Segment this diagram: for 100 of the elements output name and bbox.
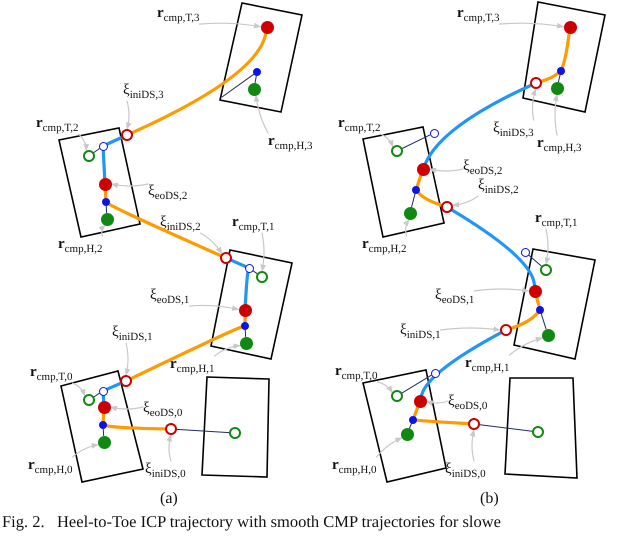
connector-line — [244, 330, 246, 337]
leader-line — [452, 196, 479, 208]
leader-line — [126, 100, 132, 130]
leader-line — [544, 228, 550, 265]
symbol-label: r$_{cmp,H,3}$ — [537, 135, 582, 154]
point-marker — [441, 201, 453, 213]
trajectory-curve — [424, 84, 532, 165]
symbol-label: ξ$_{iniDS,3}$ — [123, 82, 164, 102]
trajectory-curve — [230, 258, 246, 268]
symbol-label: r$_{cmp,T,1}$ — [232, 214, 275, 234]
leader-line — [428, 168, 464, 174]
trajectory-curve — [130, 32, 268, 134]
point-marker — [253, 68, 261, 76]
leader-line — [188, 304, 240, 311]
point-marker — [542, 328, 554, 342]
point-marker — [414, 394, 426, 408]
symbol-label: ξ$_{eoDS,0}$ — [448, 393, 488, 412]
point-marker — [530, 77, 542, 89]
point-marker — [220, 252, 232, 264]
point-marker — [400, 428, 414, 440]
trajectory-curve — [412, 406, 420, 418]
leader-line — [214, 343, 241, 357]
trajectory-curve — [102, 412, 106, 423]
symbol-label: r$_{cmp,H,2}$ — [58, 236, 103, 256]
point-marker — [98, 400, 110, 414]
trajectory-curve — [415, 418, 470, 426]
point-marker — [98, 386, 108, 396]
point-marker — [430, 368, 440, 378]
leader-line — [376, 437, 402, 458]
point-marker — [248, 82, 260, 96]
connector-line — [94, 392, 100, 398]
figure-caption: Fig. 2. Heel-to-Toe ICP trajectory with smooth CMP trajectories for slowe — [2, 512, 501, 532]
point-marker — [238, 304, 252, 316]
connector-line — [558, 74, 561, 82]
point-marker — [391, 145, 403, 157]
symbol-label: r$_{cmp,H,2}$ — [362, 236, 407, 256]
trajectory-curve — [102, 394, 106, 402]
point-marker — [98, 178, 112, 190]
symbol-label: ξ$_{iniDS,1}$ — [400, 322, 441, 342]
trajectory-curve — [106, 136, 124, 146]
connector-line — [402, 134, 430, 149]
point-marker — [500, 324, 512, 336]
point-marker — [550, 82, 564, 94]
point-marker — [98, 436, 110, 448]
point-marker — [120, 375, 132, 387]
trajectory-curve — [102, 148, 106, 180]
point-marker — [557, 67, 565, 75]
leader-line — [72, 382, 86, 396]
symbol-label: ξ$_{eoDS,0}$ — [143, 400, 182, 420]
leader-line — [198, 22, 262, 29]
connector-line — [479, 424, 533, 432]
point-marker — [100, 212, 114, 226]
point-marker — [241, 322, 249, 330]
point-marker — [430, 128, 438, 138]
trajectory-curve — [540, 72, 560, 83]
point-marker — [229, 427, 241, 439]
point-marker — [256, 271, 268, 283]
leader-line — [403, 218, 410, 237]
symbol-label: ξ$_{eoDS,2}$ — [463, 158, 502, 178]
point-marker — [540, 264, 552, 276]
connector-line — [411, 193, 416, 208]
point-marker — [409, 416, 417, 424]
leader-line — [200, 232, 222, 254]
trajectory-curve — [417, 191, 443, 207]
leader-line — [260, 232, 266, 272]
point-marker — [244, 264, 254, 272]
trajectory-curve — [108, 202, 222, 258]
trajectory-curve — [106, 382, 122, 391]
connector-line — [528, 254, 542, 267]
leader-line — [498, 22, 564, 29]
symbol-label: r$_{cmp,T,0}$ — [335, 363, 378, 382]
symbol-label: r$_{cmp,T,0}$ — [30, 364, 73, 384]
leader-line — [440, 326, 501, 332]
connector-line — [254, 75, 257, 84]
symbol-label: r$_{cmp,T,1}$ — [535, 210, 578, 230]
leader-line — [474, 287, 530, 293]
point-marker — [404, 206, 416, 220]
connector-line — [93, 148, 100, 154]
trajectory-curve — [450, 208, 536, 286]
trajectory-curve — [535, 296, 541, 308]
leader-line — [380, 134, 394, 148]
point-marker — [520, 248, 530, 256]
point-marker — [99, 421, 107, 429]
leader-line — [98, 224, 106, 237]
leader-line — [110, 406, 144, 412]
leader-line — [530, 88, 536, 121]
leader-line — [426, 400, 449, 406]
symbol-label: r$_{cmp,T,2}$ — [338, 115, 381, 134]
symbol-label: r$_{cmp,H,0}$ — [28, 457, 73, 476]
symbol-label: r$_{cmp,H,1}$ — [465, 355, 510, 374]
panel-label: (b) — [480, 490, 499, 508]
connector-line — [402, 374, 432, 394]
point-marker — [240, 336, 252, 350]
point-marker — [98, 142, 108, 150]
connector-line — [106, 206, 108, 213]
point-marker — [468, 418, 480, 430]
trajectory-curve — [105, 424, 167, 430]
point-marker — [416, 162, 430, 176]
leader-line — [254, 94, 269, 134]
point-marker — [102, 198, 110, 206]
